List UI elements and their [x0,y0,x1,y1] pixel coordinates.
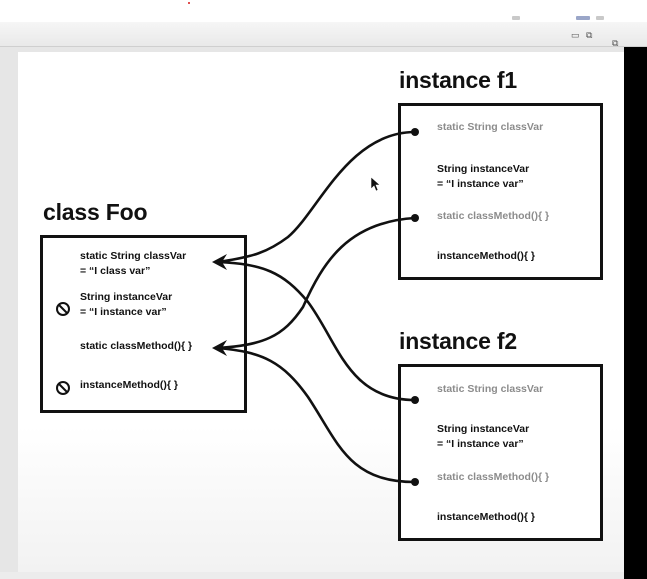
f1-class-method: static classMethod(){ } [437,209,549,224]
member-line: String instanceVar [437,163,530,175]
member-line: static classMethod(){ } [80,340,193,352]
f1-class-var: static String classVar [437,120,543,135]
prohibited-icon [56,302,70,316]
f1-class-method-connector [216,216,417,350]
member-line: static classMethod(){ } [437,471,550,483]
f2-instance-method: instanceMethod(){ } [437,510,535,525]
member-line: instanceMethod(){ } [437,250,536,262]
foo-instance-var: String instanceVar = “I instance var” [80,290,172,320]
foo-class-var: static String classVar = “I class var” [80,249,186,279]
f2-instance-var: String instanceVar = “I instance var” [437,422,529,452]
mouse-cursor-icon [370,176,381,192]
member-line: instanceMethod(){ } [80,379,179,391]
slide: class Foo instance f1 instance f2 static… [18,52,624,572]
connector-dot-icon [411,478,419,486]
instance-f1-box [398,103,603,280]
window-control[interactable] [576,16,590,20]
f1-instance-var: String instanceVar = “I instance var” [437,162,529,192]
member-line: String instanceVar [80,291,173,303]
member-value: = “I instance var” [437,178,524,190]
member-value: = “I instance var” [80,306,167,318]
foo-instance-method: instanceMethod(){ } [80,378,178,393]
class-foo-box [40,235,247,413]
restore-icon[interactable]: ⧉ [612,38,619,48]
instance-f2-title: instance f2 [399,328,517,354]
foo-class-method: static classMethod(){ } [80,339,192,354]
window-control[interactable] [596,16,604,20]
member-value: = “I instance var” [437,438,524,450]
member-line: static String classVar [437,383,544,395]
member-line: static classMethod(){ } [437,210,550,222]
member-line: static String classVar [80,250,187,262]
class-foo-title: class Foo [43,199,148,225]
minimize-icon[interactable]: ▭ [571,30,580,40]
f2-class-method: static classMethod(){ } [437,470,549,485]
connector-dot-icon [411,128,419,136]
member-value: = “I class var” [80,265,151,277]
f2-class-var-connector [216,260,417,402]
canvas-bottom-strip [0,572,624,579]
window-top-bar [0,0,647,22]
toolbar: ▭ ⧉ ⧉ [0,22,647,48]
right-black-bar [624,47,647,579]
window-control[interactable] [512,16,520,20]
instance-f2-box [398,364,603,541]
member-line: String instanceVar [437,423,530,435]
f1-class-var-connector [216,130,417,264]
restore-icon[interactable]: ⧉ [586,30,593,40]
f1-instance-method: instanceMethod(){ } [437,249,535,264]
f2-class-method-connector [216,346,417,484]
indicator-dot [188,2,190,4]
connector-dot-icon [411,214,419,222]
instance-f1-title: instance f1 [399,67,517,93]
arrowhead-icon [212,340,227,356]
presentation-canvas: class Foo instance f1 instance f2 static… [0,47,647,579]
arrowhead-icon [212,254,227,270]
member-line: static String classVar [437,121,544,133]
f2-class-var: static String classVar [437,382,543,397]
member-line: instanceMethod(){ } [437,511,536,523]
connector-dot-icon [411,396,419,404]
reference-connectors [212,128,419,486]
prohibited-icon [56,381,70,395]
